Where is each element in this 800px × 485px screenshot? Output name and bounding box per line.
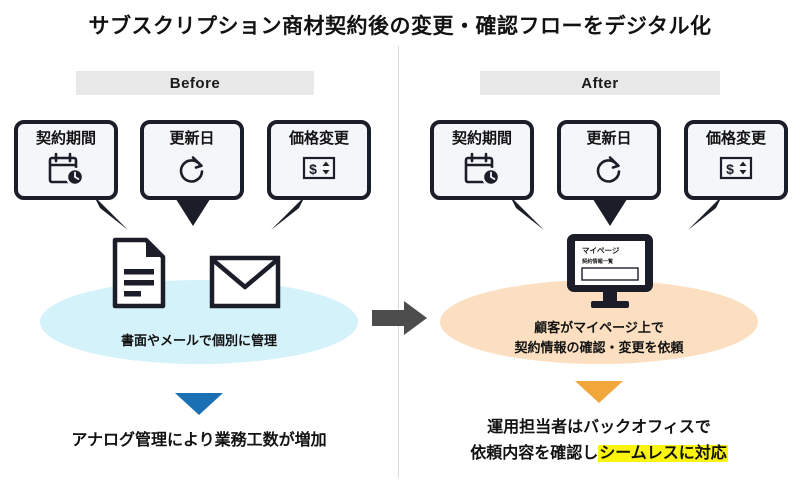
page-title: サブスクリプション商材契約後の変更・確認フローをデジタル化 xyxy=(88,15,712,38)
after-conclusion-line-2: 依頼内容を確認しシームレスに対応 xyxy=(420,441,778,467)
after-bubble-renewal-date: 更新日 xyxy=(557,120,661,226)
right-arrow-icon xyxy=(372,300,428,341)
after-scene-ellipse xyxy=(440,280,758,364)
before-bubble-price-change: 価格変更 $ xyxy=(267,120,371,230)
before-column-header: Before xyxy=(76,71,314,95)
bubble-tail xyxy=(682,196,722,230)
bubble-label: 契約期間 xyxy=(451,130,512,147)
bubble-tail xyxy=(265,196,305,230)
after-bubble-price-change: 価格変更 $ xyxy=(684,120,788,230)
document-icon xyxy=(110,237,168,314)
price-change-icon: $ xyxy=(299,152,339,189)
before-bubble-renewal-date: 更新日 xyxy=(140,120,244,226)
refresh-icon xyxy=(591,152,627,193)
before-down-arrow-icon xyxy=(175,393,223,415)
before-scene-ellipse xyxy=(40,280,358,364)
bubble-tail xyxy=(591,196,629,230)
calendar-clock-icon xyxy=(46,152,86,193)
svg-text:契約情報一覧: 契約情報一覧 xyxy=(581,257,614,265)
bubble-label: 価格変更 xyxy=(705,130,766,147)
bubble-label: 契約期間 xyxy=(35,130,96,147)
after-conclusion-line-1: 運用担当者はバックオフィスで xyxy=(487,419,711,436)
bubble-tail xyxy=(94,196,128,230)
after-header-label: After xyxy=(581,74,619,92)
envelope-icon xyxy=(209,254,281,315)
bubble-label: 更新日 xyxy=(586,130,632,147)
bubble-tail xyxy=(510,196,544,230)
after-column-header: After xyxy=(480,71,720,95)
after-conclusion-plain: 依頼内容を確認し xyxy=(470,444,599,462)
after-conclusion: 運用担当者はバックオフィスで 依頼内容を確認しシームレスに対応 xyxy=(420,415,778,467)
before-header-label: Before xyxy=(169,74,221,92)
after-bubble-contract-period: 契約期間 xyxy=(430,120,544,230)
svg-text:マイページ: マイページ xyxy=(582,246,620,255)
refresh-icon xyxy=(174,152,210,193)
after-down-arrow-icon xyxy=(575,381,623,403)
after-conclusion-highlight: シームレスに対応 xyxy=(598,444,728,462)
calendar-clock-icon xyxy=(462,152,502,193)
bubble-tail xyxy=(174,196,212,230)
before-ellipse-caption: 書面やメールで個別に管理 xyxy=(120,333,277,348)
svg-text:$: $ xyxy=(726,161,734,177)
after-ellipse-caption: 顧客がマイページ上で 契約情報の確認・変更を依頼 xyxy=(440,318,758,358)
before-conclusion: アナログ管理により業務工数が増加 xyxy=(71,432,327,449)
price-change-icon: $ xyxy=(716,152,756,189)
after-caption-line-1: 顧客がマイページ上で xyxy=(534,320,664,335)
column-divider xyxy=(398,46,399,478)
bubble-label: 価格変更 xyxy=(288,130,349,147)
after-caption-line-2: 契約情報の確認・変更を依頼 xyxy=(514,340,684,356)
before-bubble-contract-period: 契約期間 xyxy=(14,120,128,230)
svg-text:$: $ xyxy=(309,161,317,177)
monitor-icon: マイページ 契約情報一覧 xyxy=(563,232,657,315)
bubble-label: 更新日 xyxy=(169,130,215,147)
